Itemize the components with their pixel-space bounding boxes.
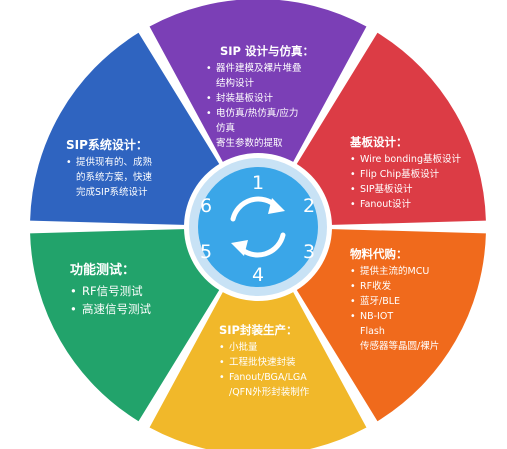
list-item: 结构设计 — [216, 78, 255, 89]
segment-title: SIP系统设计： — [66, 138, 148, 152]
step-number-3: 3 — [302, 241, 316, 263]
segment-sip-system-design: SIP系统设计： 提供现有的、成熟 的系统方案，快速 完成SIP系统设计 — [66, 138, 152, 200]
list-item: 提供现有的、成熟 — [66, 155, 152, 170]
segment-functional-testing-shape — [30, 229, 220, 422]
segment-material-sourcing: 物料代购： 提供主流的MCU RF收发 蓝牙/BLE NB-IOT Flash … — [350, 247, 439, 354]
list-item: /QFN外形封装制作 — [229, 387, 310, 398]
list-item: 寄生参数的提取 — [206, 136, 314, 151]
list-item: Fanout设计 — [350, 197, 461, 212]
segment-title: 基板设计： — [350, 135, 408, 149]
segment-sip-system-design-shape — [30, 32, 220, 225]
segment-sip-design-simulation: SIP 设计与仿真： 器件建模及裸片堆叠 结构设计 封装基板设计 电仿真/热仿真… — [206, 44, 314, 151]
list-item: RF信号测试 — [70, 282, 151, 300]
step-number-2: 2 — [302, 195, 316, 217]
list-item: Flash — [360, 326, 385, 337]
list-item: 小批量 — [219, 340, 309, 355]
list-item: 蓝牙/BLE — [350, 294, 439, 309]
list-item: Fanout/BGA/LGA — [219, 370, 309, 385]
segment-sip-packaging-production: SIP封装生产： 小批量 工程批快速封装 Fanout/BGA/LGA /QFN… — [219, 323, 309, 400]
list-item: 电仿真/热仿真/应力 — [206, 106, 314, 121]
list-item: SIP基板设计 — [350, 182, 461, 197]
step-number-5: 5 — [199, 241, 213, 263]
list-item: RF收发 — [350, 279, 439, 294]
list-item: 完成SIP系统设计 — [76, 187, 148, 198]
segment-substrate-design: 基板设计： Wire bonding基板设计 Flip Chip基板设计 SIP… — [350, 135, 461, 212]
list-item: 封装基板设计 — [206, 91, 314, 106]
list-item: 传感器等晶圆/裸片 — [360, 341, 440, 352]
segment-title: 物料代购： — [350, 247, 408, 261]
list-item: Flip Chip基板设计 — [350, 167, 461, 182]
segment-title: 功能测试： — [70, 263, 136, 278]
hub-circle — [198, 167, 318, 287]
step-number-6: 6 — [199, 195, 213, 217]
list-item: 的系统方案，快速 — [76, 172, 153, 183]
list-item: 器件建模及裸片堆叠 — [206, 61, 314, 76]
list-item: NB-IOT — [350, 309, 439, 324]
segment-sip-design-simulation-shape — [149, 0, 367, 162]
segment-title: SIP封装生产： — [219, 323, 298, 337]
segment-functional-testing: 功能测试： RF信号测试 高速信号测试 — [70, 262, 151, 318]
segment-title: SIP 设计与仿真： — [220, 44, 314, 58]
cycle-arrows-icon — [230, 196, 286, 258]
list-item: 提供主流的MCU — [350, 264, 439, 279]
list-item: 高速信号测试 — [70, 300, 151, 318]
list-item: Wire bonding基板设计 — [350, 152, 461, 167]
step-number-4: 4 — [251, 264, 265, 286]
list-item: 工程批快速封装 — [219, 355, 309, 370]
step-number-1: 1 — [251, 172, 265, 194]
list-item: 仿真 — [216, 123, 236, 134]
